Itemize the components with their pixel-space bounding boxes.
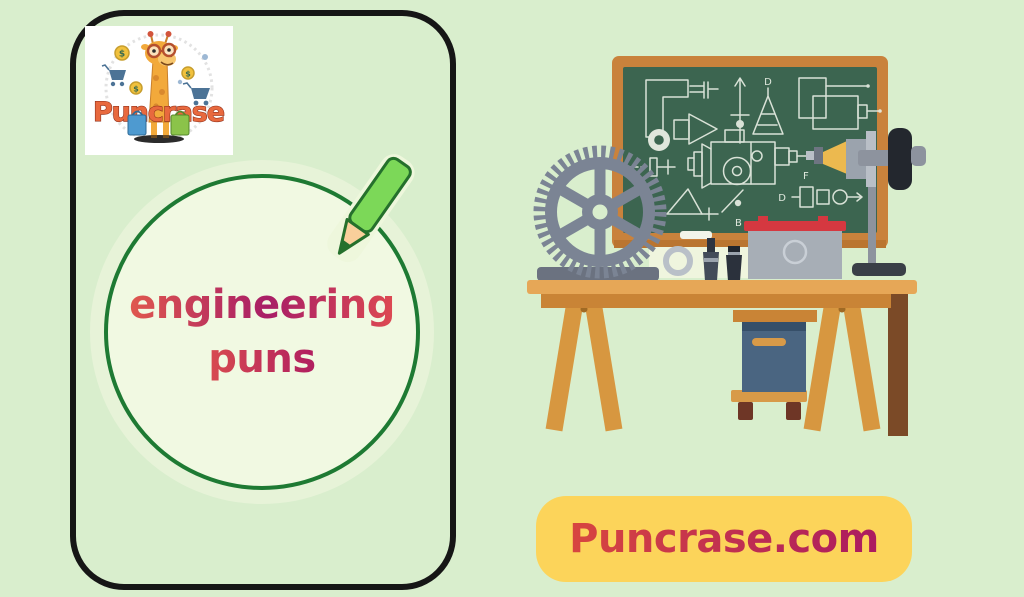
title-line-1: engineering	[129, 282, 395, 328]
svg-text:$: $	[119, 50, 125, 60]
table-apron	[541, 293, 891, 308]
chalk-stick	[680, 231, 712, 239]
dollar-coin-icon: $	[114, 45, 130, 61]
battery-box	[744, 216, 846, 279]
shopping-cart-icon	[101, 64, 126, 87]
gear-icon	[533, 145, 667, 281]
pencil-icon	[327, 154, 415, 263]
svg-text:$: $	[185, 70, 191, 79]
card-frame	[70, 10, 456, 590]
shopping-cart-icon	[182, 82, 210, 106]
title-line-2: puns	[208, 336, 316, 382]
website-url: Puncrase.com	[569, 516, 879, 562]
drawer-cabinet	[731, 310, 817, 420]
table-trestle-left	[545, 300, 623, 432]
giraffe-icon	[141, 31, 178, 138]
glasses-icon	[146, 42, 177, 59]
chalk-drawings	[619, 77, 882, 221]
oil-bottles	[703, 238, 742, 281]
chalk-label-circuit-right: D	[778, 193, 786, 204]
dollar-coin-icon: $	[129, 81, 143, 95]
brand-logo: $ $ $ Puncrase	[85, 26, 233, 155]
giraffe-mascot-logo: $ $ $ Puncrase	[92, 31, 226, 143]
shopping-bag-icon	[170, 110, 190, 136]
chalk-label-tower: D	[764, 77, 772, 88]
brand-wordmark: Puncrase	[93, 97, 225, 128]
chalk-label-circuit-left: B	[735, 218, 742, 229]
chalk-label-motor: F	[803, 171, 809, 182]
table-trestle-right	[803, 300, 881, 432]
board-leg	[888, 290, 908, 436]
decor-dot	[177, 79, 183, 85]
shopping-bag-icon	[127, 110, 147, 136]
decor-dot	[202, 54, 208, 60]
table-top	[527, 280, 917, 294]
dollar-coin-icon: $	[181, 66, 195, 80]
washer-ring	[663, 246, 693, 276]
svg-text:$: $	[133, 85, 139, 94]
website-banner: Puncrase.com	[536, 496, 912, 582]
logo-shadow	[134, 135, 184, 143]
grinder-machine	[806, 128, 926, 276]
